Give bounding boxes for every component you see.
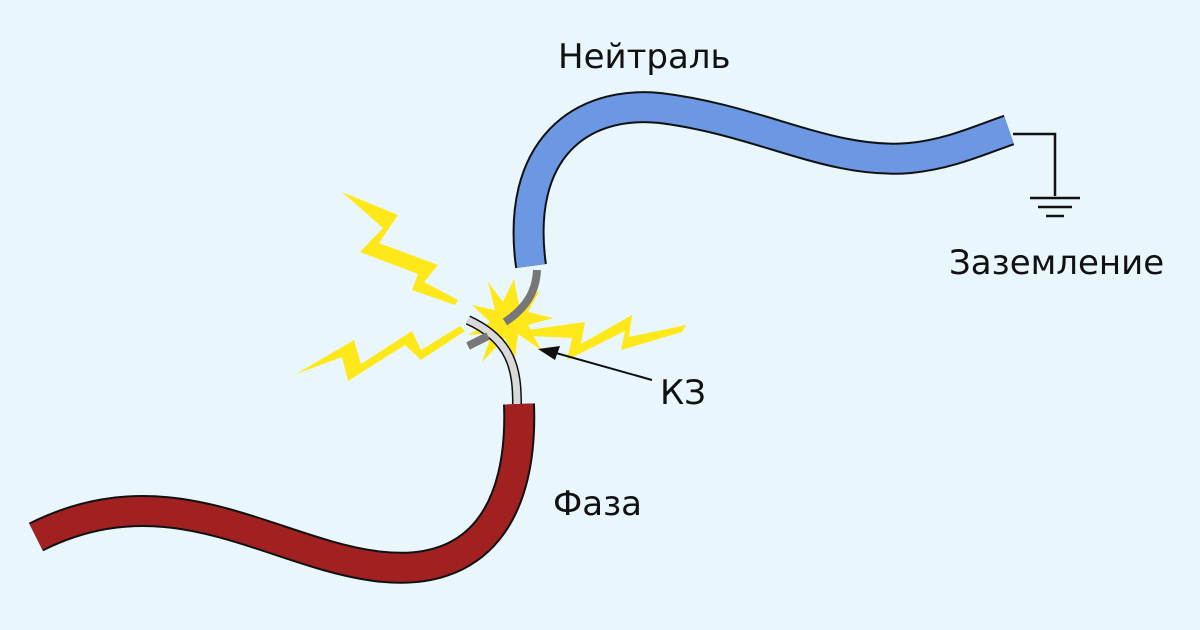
lightning-bolt-icon bbox=[342, 192, 458, 305]
lightning-bolt-icon bbox=[296, 326, 465, 381]
phase-bare-conductor bbox=[466, 316, 521, 405]
arrow-icon bbox=[538, 346, 653, 381]
lightning-bolt-icon bbox=[528, 315, 686, 360]
ground-icon bbox=[1013, 132, 1080, 218]
phase-label: Фаза bbox=[553, 484, 643, 524]
phase-wire bbox=[28, 315, 536, 584]
neutral-insulation bbox=[514, 93, 1014, 268]
sparks bbox=[296, 192, 686, 381]
phase-insulation bbox=[29, 403, 534, 582]
ground-label: Заземление bbox=[949, 243, 1165, 283]
broken-conductor-end bbox=[466, 332, 490, 350]
neutral-bare-conductor bbox=[502, 269, 541, 326]
short-circuit-label: КЗ bbox=[660, 373, 706, 413]
neutral-label: Нейтраль bbox=[558, 37, 731, 77]
neutral-wire bbox=[502, 91, 1015, 326]
